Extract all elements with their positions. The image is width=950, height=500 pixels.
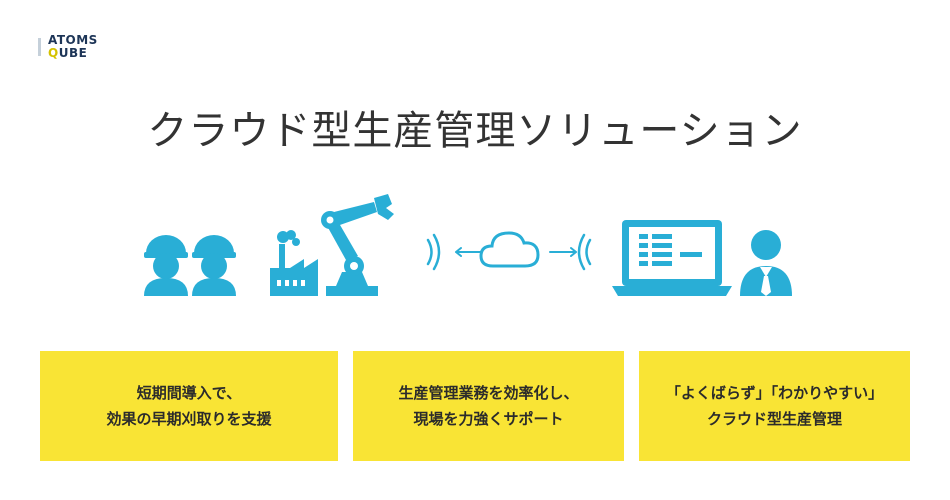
arrow-left-icon bbox=[455, 247, 483, 257]
card-3-line2: クラウド型生産管理 bbox=[706, 410, 842, 428]
factory-icon bbox=[270, 230, 318, 296]
illustration bbox=[144, 194, 792, 296]
feature-card-2: 生産管理業務を効率化し、 現場を力強くサポート bbox=[353, 351, 624, 461]
logo-line1: ATOMS bbox=[48, 33, 98, 47]
card-2-line1: 生産管理業務を効率化し、 bbox=[398, 384, 579, 402]
logo-ube: UBE bbox=[58, 46, 88, 60]
logo-line2: QUBE bbox=[48, 47, 98, 60]
card-2-line2: 現場を力強くサポート bbox=[413, 410, 564, 428]
feature-card-1: 短期間導入で、 効果の早期刈取りを支援 bbox=[40, 351, 338, 461]
card-3-line1: 「よくばらず」「わかりやすい」 bbox=[665, 384, 884, 402]
signal-waves-icon bbox=[577, 233, 592, 271]
businessman-icon bbox=[740, 230, 792, 296]
page-title: クラウド型生産管理ソリューション bbox=[147, 108, 803, 154]
logo-q: Q bbox=[48, 46, 59, 60]
feature-card-3: 「よくばらず」「わかりやすい」 クラウド型生産管理 bbox=[639, 351, 910, 461]
feature-cards: 短期間導入で、 効果の早期刈取りを支援 生産管理業務を効率化し、 現場を力強くサ… bbox=[40, 351, 910, 461]
arrow-right-icon bbox=[549, 247, 577, 257]
workers-icon bbox=[144, 235, 236, 296]
logo-text: ATOMS QUBE bbox=[48, 34, 98, 60]
cloud-icon bbox=[479, 231, 540, 268]
card-1-line2: 効果の早期刈取りを支援 bbox=[106, 410, 272, 428]
laptop-icon bbox=[612, 220, 732, 296]
atoms-qube-logo: ATOMS QUBE bbox=[38, 34, 98, 60]
robot-arm-icon bbox=[321, 194, 394, 296]
logo-bar bbox=[38, 38, 41, 56]
signal-waves-icon bbox=[426, 233, 441, 271]
card-1-line1: 短期間導入で、 bbox=[136, 384, 242, 402]
